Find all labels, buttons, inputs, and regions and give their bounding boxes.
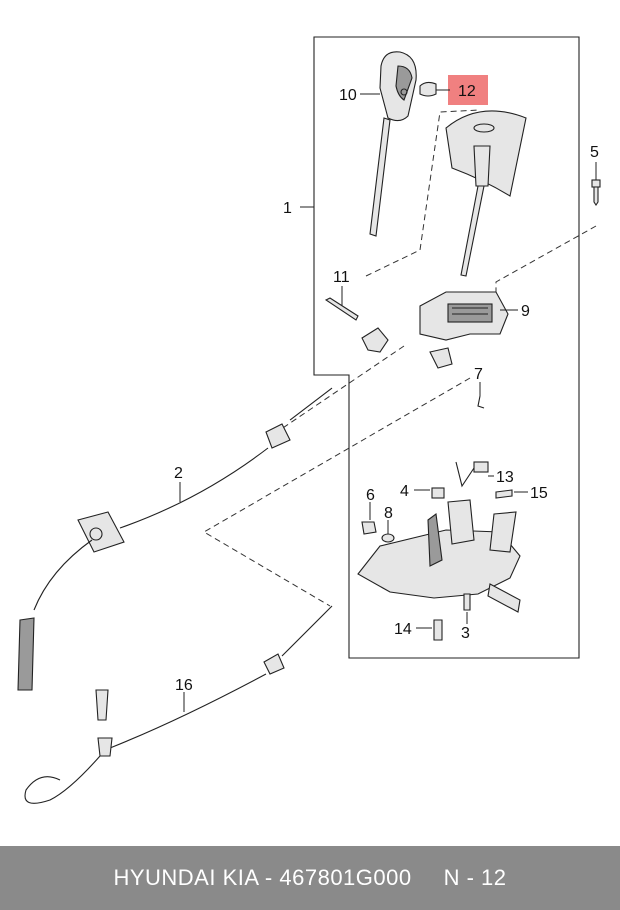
switch-13 — [455, 461, 489, 488]
guide-dash-16 — [203, 377, 471, 607]
shift-knob — [379, 51, 417, 122]
cable-16 — [24, 605, 333, 804]
callout-2: 2 — [174, 465, 183, 482]
callout-12: 12 — [458, 83, 476, 100]
bolt-3 — [463, 593, 471, 611]
nut-4 — [431, 487, 445, 499]
pin-11 — [324, 297, 359, 321]
nut-6 — [361, 521, 377, 535]
clip-7 — [477, 395, 485, 409]
callout-1: 1 — [283, 200, 292, 217]
shift-rod — [369, 117, 391, 237]
callout-15: 15 — [530, 485, 548, 502]
bolt-14 — [433, 619, 443, 641]
callout-7: 7 — [474, 366, 483, 383]
part-number-label: HYUNDAI KIA - 467801G000 — [113, 865, 412, 890]
callout-3: 3 — [461, 625, 470, 642]
callout-10: 10 — [339, 87, 357, 104]
page-number-label: N - 12 — [443, 865, 507, 890]
screw-15 — [495, 489, 513, 499]
cable-2 — [17, 387, 333, 691]
callout-14: 14 — [394, 621, 412, 638]
knob-button — [419, 81, 437, 97]
callout-8: 8 — [384, 505, 393, 522]
callout-12-highlight — [448, 75, 488, 105]
callout-11: 11 — [333, 269, 350, 286]
callout-5: 5 — [590, 144, 599, 161]
indicator-bezel — [419, 291, 509, 341]
callout-6: 6 — [366, 487, 375, 504]
washer-8 — [381, 533, 395, 543]
parts-diagram: 1 10 12 5 9 11 — [17, 36, 601, 804]
lever-base — [357, 499, 521, 613]
callout-9: 9 — [521, 303, 530, 320]
bolt-5 — [591, 179, 601, 206]
shift-boot — [445, 110, 527, 277]
callout-16: 16 — [175, 677, 193, 694]
footer-bar: HYUNDAI KIA - 467801G000 N - 12 — [0, 846, 620, 910]
callout-4: 4 — [400, 483, 409, 500]
callout-13: 13 — [496, 469, 514, 486]
assembly-outline — [313, 36, 580, 659]
lock-bracket — [429, 347, 453, 369]
bracket-small — [361, 327, 389, 353]
guide-dash-2 — [267, 345, 405, 439]
guide-dash-5 — [495, 225, 597, 292]
